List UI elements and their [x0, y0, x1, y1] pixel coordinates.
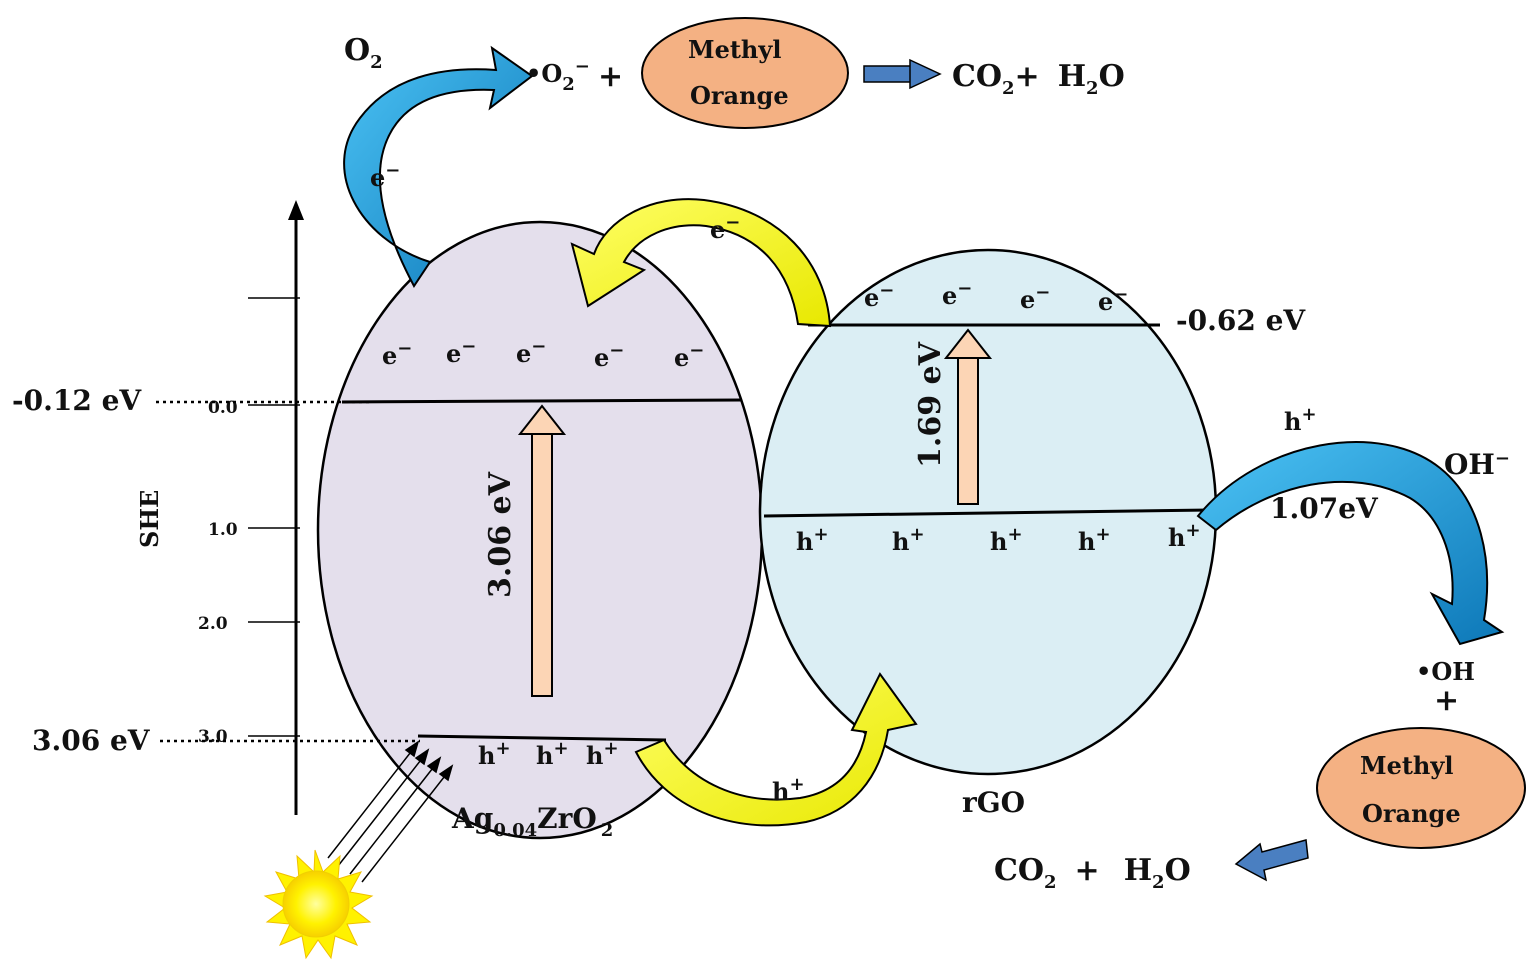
bottom-product-arrow [1234, 839, 1309, 882]
rgo-holes: h+ h+ h+ h+ h+ [796, 520, 1201, 556]
ag-zro2-gap-arrow [517, 404, 567, 697]
hole-to-hydroxide-arrow [1196, 441, 1505, 646]
methyl-orange-bottom-line1: Methyl [1360, 751, 1453, 780]
rgo-label: rGO [962, 786, 1025, 819]
svg-text:e−: e− [674, 340, 704, 372]
ag-zro2-holes: h+ h+ h+ [478, 738, 619, 770]
top-plus: + [598, 59, 623, 94]
axis-label-she: SHE [135, 490, 164, 548]
svg-text:h+: h+ [796, 524, 829, 556]
svg-text:h+: h+ [1078, 524, 1111, 556]
transfer-arrow-hole-label: h+ [772, 774, 805, 806]
bottom-products: CO2+H2O [994, 853, 1191, 893]
level-cb-left: -0.12 eV [12, 384, 142, 417]
electron-transfer-arrow [570, 198, 832, 328]
svg-text:h+: h+ [536, 738, 569, 770]
oxygen-arrow-electron-label: e− [370, 160, 400, 192]
rgo-gap-arrow [943, 328, 993, 505]
level-vb-left: 3.06 eV [32, 724, 151, 757]
svg-text:h+: h+ [1168, 520, 1201, 552]
svg-text:e−: e− [1020, 282, 1050, 314]
svg-text:e−: e− [382, 338, 412, 370]
top-product-arrow [863, 58, 942, 90]
svg-text:e−: e− [516, 336, 546, 368]
light-rays [327, 740, 454, 883]
transfer-arrow-electron-label: e− [710, 212, 740, 244]
superoxide-radical: •O2− [526, 56, 590, 95]
ag-zro2-band-gap: 3.06 eV [483, 471, 518, 598]
oxygen-label: O2 [344, 33, 383, 73]
hole-transfer-arrow [634, 672, 918, 827]
rgo-electrons: e− e− e− e− [864, 278, 1128, 316]
methyl-orange-bottom-line2: Orange [1362, 799, 1461, 828]
svg-text:e−: e− [594, 340, 624, 372]
svg-text:e−: e− [942, 278, 972, 310]
hydroxide-arrow-hole-label: h+ [1284, 404, 1317, 436]
level-cb-right: -0.62 eV [1176, 304, 1306, 337]
hydroxide-label: OH− [1444, 448, 1510, 481]
ag-zro2-vb-line [417, 734, 667, 742]
hydroxyl-radical: •OH [1416, 657, 1475, 686]
tick-0: 0.0 [208, 398, 238, 418]
bottom-plus: + [1434, 683, 1459, 718]
svg-text:h+: h+ [478, 738, 511, 770]
tick-2: 2.0 [198, 614, 228, 634]
rgo-vb-line [763, 508, 1211, 518]
ag-zro2-electrons: e− e− e− e− e− [382, 336, 704, 372]
tick-3: 3.0 [198, 727, 228, 747]
rgo-band-gap: 1.69 eV [913, 341, 948, 468]
sun-icon [263, 849, 374, 960]
methyl-orange-bottom [1316, 727, 1526, 849]
svg-text:e−: e− [864, 280, 894, 312]
methyl-orange-top-line1: Methyl [688, 35, 781, 64]
svg-text:h+: h+ [990, 524, 1023, 556]
methyl-orange-top [641, 17, 849, 129]
svg-text:h+: h+ [586, 738, 619, 770]
level-vb-right: 1.07eV [1270, 492, 1379, 525]
ag-zro2-cb-line [341, 398, 743, 404]
svg-text:h+: h+ [892, 524, 925, 556]
tick-1: 1.0 [208, 520, 238, 540]
methyl-orange-top-line2: Orange [690, 81, 789, 110]
svg-text:e−: e− [446, 336, 476, 368]
top-products: CO2+H2O [952, 59, 1125, 99]
electron-to-oxygen-arrow [343, 45, 534, 288]
energy-axis [248, 200, 304, 815]
svg-text:e−: e− [1098, 284, 1128, 316]
